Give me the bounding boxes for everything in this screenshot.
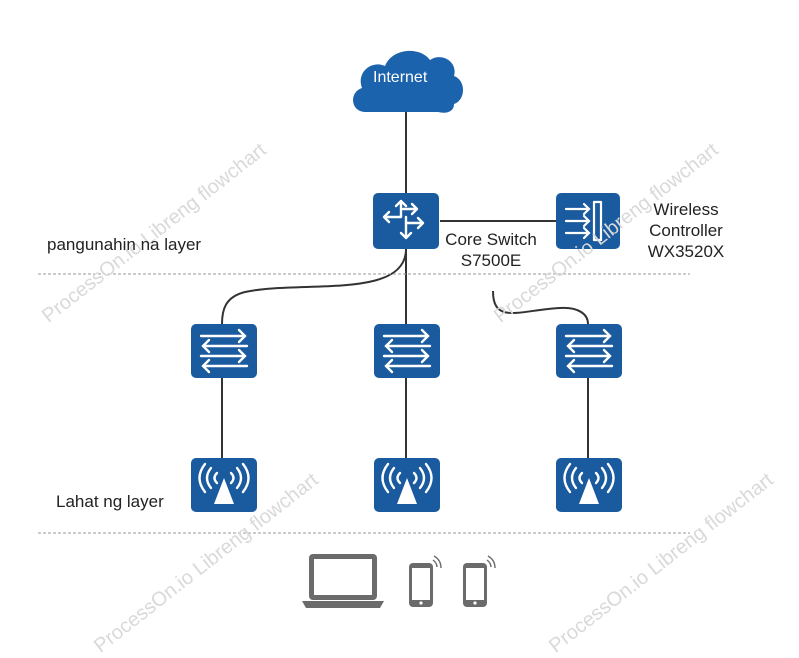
wireless-controller-icon <box>556 193 620 249</box>
smartphone-icon <box>463 555 496 607</box>
switch-icon <box>191 324 257 378</box>
link-core-switch-right <box>492 290 589 325</box>
core-switch-name: Core Switch <box>445 230 537 249</box>
access-point-icon <box>374 458 440 512</box>
access-layer-label: Lahat ng layer <box>56 492 164 511</box>
switch-icon <box>374 324 440 378</box>
wireless-controller-line1: Wireless <box>653 200 719 219</box>
link-core-switch-left <box>221 248 407 325</box>
internet-label: Internet <box>373 69 428 86</box>
wireless-controller-label: Wireless Controller WX3520X <box>636 199 736 262</box>
core-switch-label: Core Switch S7500E <box>436 229 546 271</box>
wireless-controller-model: WX3520X <box>647 242 725 261</box>
switch-icon <box>556 324 622 378</box>
wireless-controller-line2: Controller <box>649 221 723 240</box>
internet-cloud-icon <box>353 50 463 113</box>
smartphone-icon <box>409 555 442 607</box>
core-switch-router-icon <box>373 193 439 249</box>
core-switch-model: S7500E <box>460 251 522 270</box>
laptop-icon <box>302 554 384 608</box>
access-point-icon <box>556 458 622 512</box>
access-point-icon <box>191 458 257 512</box>
core-layer-label: pangunahin na layer <box>47 235 202 254</box>
